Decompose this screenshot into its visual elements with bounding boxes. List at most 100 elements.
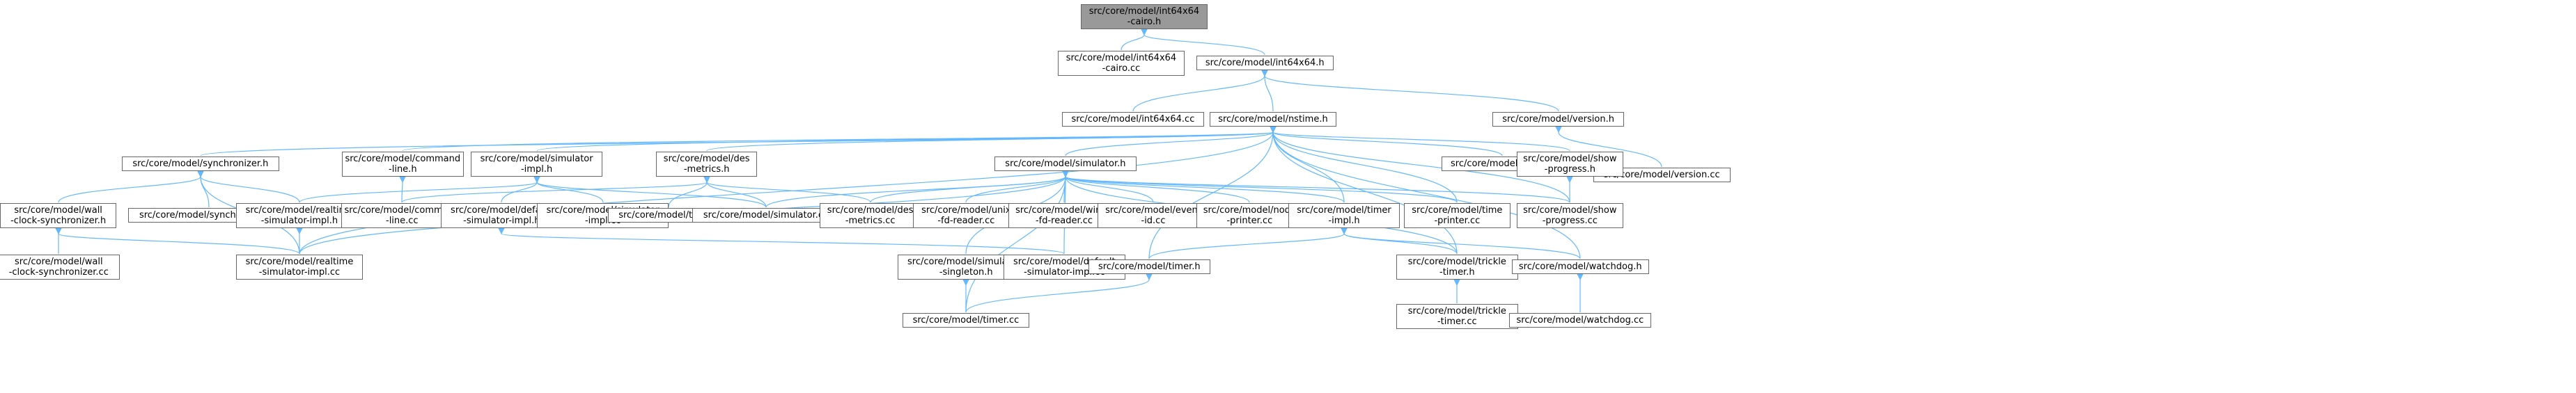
node-simulator-h[interactable]: src/core/model/simulator.h	[994, 157, 1137, 171]
node-label-line: src/core/model/simulator.h	[1005, 159, 1126, 169]
edge-simulator-h-to-time-printer-cc	[1061, 170, 1458, 203]
node-watchdog-h[interactable]: src/core/model/watchdog.h	[1512, 259, 1649, 274]
edge-simulator-h-to-unix-fd-reader-cc	[965, 170, 1070, 203]
node-label-line: src/core/model/default	[451, 205, 553, 216]
node-label-line: src/core/model/show	[1523, 205, 1617, 216]
node-label-line: src/core/model/simulator	[480, 154, 593, 164]
node-realtime-simulator-impl-h[interactable]: src/core/model/realtime-simulator-impl.h	[236, 203, 363, 228]
edge-synchronizer-h-to-wall-clock-synchronizer-h	[58, 170, 205, 203]
node-label-line: src/core/model/win32	[1015, 205, 1113, 216]
node-unix-fd-reader-cc[interactable]: src/core/model/unix-fd-reader.cc	[913, 203, 1020, 228]
edge-nstime-h-to-command-line-h	[402, 125, 1278, 152]
node-nstime-h[interactable]: src/core/model/nstime.h	[1210, 112, 1336, 127]
edge-simulator-impl-h-to-default-simulator-impl-h	[501, 175, 541, 203]
edge-timer-impl-h-to-trickle-timer-h	[1340, 227, 1458, 255]
node-synchronizer-h[interactable]: src/core/model/synchronizer.h	[122, 157, 279, 171]
edge-nstime-h-to-des-metrics-h	[706, 125, 1278, 152]
node-version-h[interactable]: src/core/model/version.h	[1492, 112, 1625, 127]
node-label-line: src/core/model/int64x64.h	[1205, 58, 1325, 68]
node-label-line: -line.h	[389, 164, 417, 175]
node-label-line: -simulator-impl.h	[260, 216, 338, 226]
node-int64x64-cc[interactable]: src/core/model/int64x64.cc	[1062, 112, 1204, 127]
edge-version-h-to-version-cc	[1554, 125, 1662, 168]
node-label-line: src/core/model/timer.cc	[912, 315, 1020, 326]
edge-nstime-h-to-trickle-timer-h	[1269, 125, 1458, 255]
node-watchdog-cc[interactable]: src/core/model/watchdog.cc	[1509, 313, 1651, 328]
node-label-line: src/core/model/time	[1412, 205, 1503, 216]
node-trickle-timer-cc[interactable]: src/core/model/trickle-timer.cc	[1396, 304, 1518, 329]
edge-simulator-impl-h-to-simulator-cc	[533, 175, 767, 208]
node-show-progress-h[interactable]: src/core/model/show-progress.h	[1517, 152, 1623, 177]
node-label-line: src/core/model/des	[827, 205, 914, 216]
node-label-line: -cairo.cc	[1102, 63, 1141, 74]
node-label-line: src/core/model/timer	[1297, 205, 1391, 216]
edge-timer-impl-h-to-watchdog-h	[1340, 227, 1581, 259]
node-trickle-timer-h[interactable]: src/core/model/trickle-timer.h	[1396, 255, 1518, 280]
node-event-id-cc[interactable]: src/core/model/event-id.cc	[1098, 203, 1209, 228]
edge-simulator-h-to-show-progress-cc	[1061, 170, 1570, 203]
node-label-line: -timer.cc	[1437, 316, 1477, 327]
edge-nstime-h-to-watchdog-h	[1269, 125, 1581, 259]
edge-int64x64-cairo-h-to-int64x64-h	[1140, 28, 1265, 56]
node-des-metrics-cc[interactable]: src/core/model/des-metrics.cc	[820, 203, 921, 228]
node-label-line: src/core/model/simulation	[907, 257, 1025, 267]
edge-simulator-h-to-des-metrics-cc	[870, 170, 1070, 203]
edge-timer-h-to-timer-cc	[965, 273, 1153, 313]
node-int64x64-h[interactable]: src/core/model/int64x64.h	[1196, 56, 1334, 70]
node-label-line: src/core/model/nstime.h	[1218, 114, 1328, 125]
node-wall-clock-synchronizer-h[interactable]: src/core/model/wall-clock-synchronizer.h	[0, 203, 117, 228]
node-label-line: -progress.h	[1544, 164, 1595, 175]
node-simulator-impl-h[interactable]: src/core/model/simulator-impl.h	[471, 152, 603, 177]
node-node-printer-cc[interactable]: src/core/model/node-printer.cc	[1196, 203, 1303, 228]
edge-int64x64-h-to-nstime-h	[1260, 69, 1274, 112]
edge-int64x64-h-to-int64x64-cc	[1132, 69, 1269, 112]
edge-nstime-h-to-timer-h	[1148, 125, 1277, 259]
node-label-line: src/core/model/des	[663, 154, 750, 164]
node-simulator-cc[interactable]: src/core/model/simulator.cc	[692, 208, 840, 223]
node-label-line: src/core/model/version.h	[1502, 114, 1614, 125]
node-label-line: -simulator-impl.cc	[1024, 267, 1105, 278]
edge-wall-clock-synchronizer-h-to-realtime-simulator-impl-cc	[54, 227, 300, 255]
node-realtime-simulator-impl-cc[interactable]: src/core/model/realtime-simulator-impl.c…	[236, 255, 363, 280]
node-timer-h[interactable]: src/core/model/timer.h	[1088, 259, 1210, 274]
node-label-line: src/core/model/command	[345, 154, 461, 164]
edge-nstime-h-to-show-progress-h	[1269, 125, 1570, 152]
node-label-line: -impl.h	[1328, 216, 1360, 226]
edge-nstime-h-to-realtime-simulator-impl-cc	[299, 125, 1277, 255]
node-label-line: -line.cc	[386, 216, 419, 226]
node-label-line: src/core/model/command	[344, 205, 460, 216]
node-label-line: src/core/model/realtime	[245, 257, 354, 267]
node-label-line: src/core/model/int64x64	[1065, 53, 1177, 63]
node-time-printer-cc[interactable]: src/core/model/time-printer.cc	[1404, 203, 1511, 228]
node-timer-cc[interactable]: src/core/model/timer.cc	[903, 313, 1029, 328]
node-label-line: -metrics.h	[683, 164, 730, 175]
edge-des-metrics-h-to-test-cc	[668, 175, 711, 208]
node-label-line: src/core/model/wall	[15, 257, 103, 267]
node-des-metrics-h[interactable]: src/core/model/des-metrics.h	[656, 152, 758, 177]
node-version-cc[interactable]: src/core/model/version.cc	[1593, 168, 1731, 182]
edge-timer-impl-h-to-timer-h	[1148, 227, 1348, 259]
node-label-line: src/core/model/show	[1523, 154, 1617, 164]
node-label-line: src/core/model/timer.h	[1098, 262, 1201, 272]
edge-des-metrics-h-to-simulator-cc	[703, 175, 767, 208]
edge-nstime-h-to-time-printer-cc	[1269, 125, 1458, 203]
node-label-line: -id.cc	[1141, 216, 1166, 226]
node-label-line: src/core/model/watchdog.cc	[1516, 315, 1644, 326]
node-label-line: src/core/model/simulator.cc	[703, 210, 829, 220]
edge-command-line-h-to-command-line-cc	[398, 175, 407, 203]
node-int64x64-cairo-h[interactable]: src/core/model/int64x64-cairo.h	[1081, 4, 1208, 29]
node-label-line: src/core/model/unix	[921, 205, 1011, 216]
node-label-line: -fd-reader.cc	[1035, 216, 1093, 226]
node-label-line: -cairo.h	[1127, 17, 1162, 27]
node-show-progress-cc[interactable]: src/core/model/show-progress.cc	[1517, 203, 1623, 228]
node-wall-clock-synchronizer-cc[interactable]: src/core/model/wall-clock-synchronizer.c…	[0, 255, 120, 280]
node-label-line: -printer.cc	[1226, 216, 1273, 226]
node-label-line: src/core/model/trickle	[1407, 306, 1506, 316]
node-label-line: -impl.h	[520, 164, 553, 175]
node-timer-impl-h[interactable]: src/core/model/timer-impl.h	[1288, 203, 1400, 228]
node-command-line-h[interactable]: src/core/model/command-line.h	[342, 152, 464, 177]
node-int64x64-cairo-cc[interactable]: src/core/model/int64x64-cairo.cc	[1058, 51, 1185, 76]
node-label-line: src/core/model/int64x64.cc	[1071, 114, 1195, 125]
